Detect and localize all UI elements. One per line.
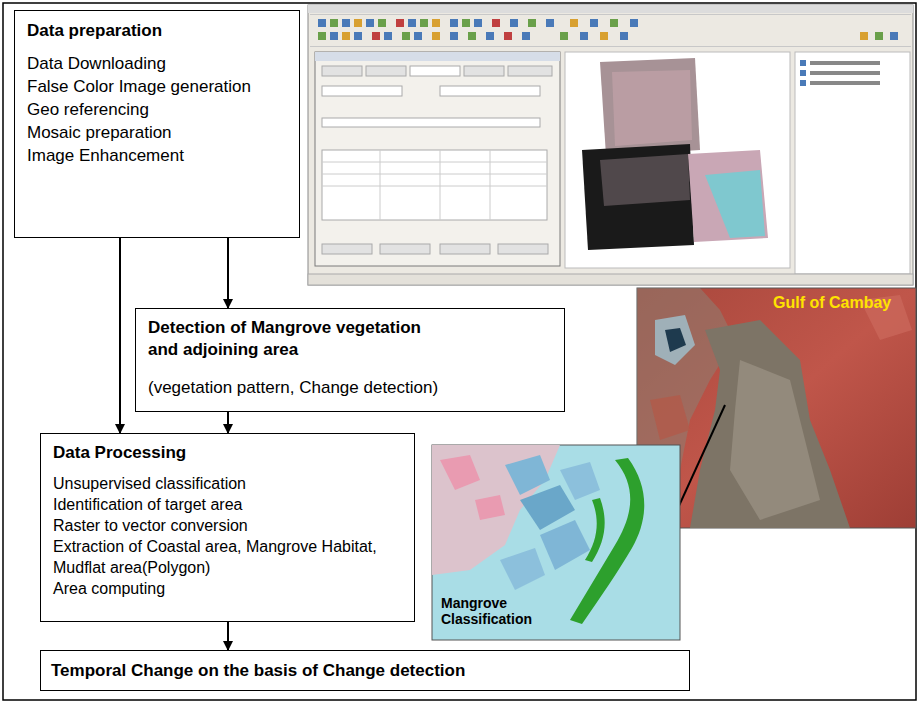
box-heading: Data preparation — [27, 19, 287, 42]
box-item: Extraction of Coastal area, Mangrove Hab… — [53, 536, 402, 578]
flow-arrow — [227, 622, 229, 650]
flow-arrow — [227, 412, 229, 433]
classification-map — [432, 445, 680, 640]
gis-screenshot — [308, 5, 913, 285]
outer-frame — [3, 3, 916, 700]
process-box: Detection of Mangrove vegetation and adj… — [135, 308, 565, 412]
box-item: Data Downloading — [27, 52, 287, 75]
process-box: Data preparationData DownloadingFalse Co… — [14, 10, 300, 238]
image-label: Gulf of Cambay — [770, 293, 894, 313]
box-item: Identification of target area — [53, 494, 402, 515]
box-heading: Detection of Mangrove vegetation and adj… — [148, 317, 448, 361]
image-label: Mangrove Classification — [438, 594, 554, 628]
process-box: Data ProcessingUnsupervised classificati… — [40, 433, 415, 622]
box-heading: Data Processing — [53, 442, 402, 463]
box-item: Area computing — [53, 578, 402, 599]
process-box: Temporal Change on the basis of Change d… — [40, 650, 690, 691]
flow-arrow — [227, 238, 229, 308]
box-item: Mosaic preparation — [27, 121, 287, 144]
box-item: Raster to vector conversion — [53, 515, 402, 536]
box-item: Unsupervised classification — [53, 473, 402, 494]
box-item: Geo referencing — [27, 98, 287, 121]
box-item: Image Enhancement — [27, 144, 287, 167]
box-item: (vegetation pattern, Change detection) — [148, 377, 552, 399]
flow-arrow — [119, 238, 121, 433]
box-item: False Color Image generation — [27, 75, 287, 98]
box-heading: Temporal Change on the basis of Change d… — [51, 660, 679, 681]
